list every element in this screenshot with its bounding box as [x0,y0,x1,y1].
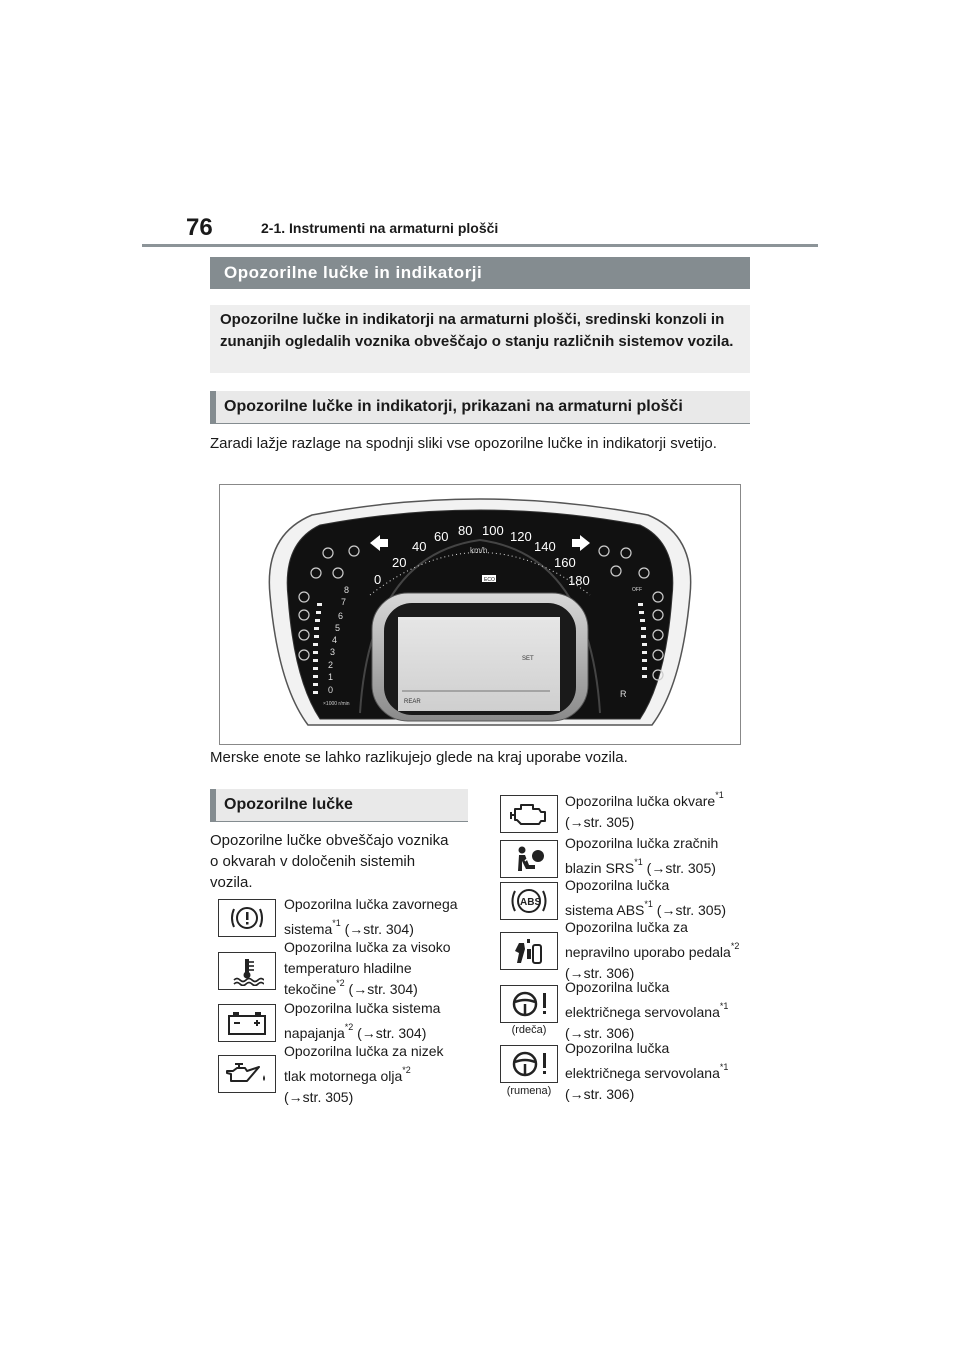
abs-text: Opozorilna lučka sistema ABS*1 (→str. 30… [565,877,727,918]
airbag-icon [518,846,544,871]
speed-tick-80: 80 [458,523,472,538]
eco-indicator [482,575,496,582]
coolant-temperature-text: Opozorilna lučka za visoko temperaturo h… [284,939,451,997]
rpm-tick-3: 3 [330,647,335,657]
speed-tick-180: 180 [568,573,590,588]
speed-tick-20: 20 [392,555,406,570]
battery-icon [228,1012,266,1035]
gear-indicator-r: R [620,689,627,699]
battery-text: Opozorilna lučka sistema napajanja*2 (→s… [284,1000,441,1041]
amber-color-label: (rumena) [506,1085,552,1097]
speed-tick-100: 100 [482,523,504,538]
subsection-heading-warning-lights: Opozorilne lučke [210,789,468,822]
power-steering-amber-icon [512,1051,546,1077]
brake-warning-icon [231,907,263,929]
rpm-tick-0: 0 [328,685,333,695]
fuel-bar-graph [638,603,647,678]
units-note: Merske enote se lahko razlikujejo glede … [210,749,628,766]
eco-label: ECO [484,577,495,583]
header-rule [142,244,818,247]
speed-tick-120: 120 [510,529,532,544]
turn-signal-right-icon [572,535,590,551]
chapter-title: 2-1. Instrumenti na armaturni plošči [261,220,499,236]
display-rear-label: REAR [404,699,421,705]
oil-pressure-box [218,1055,276,1093]
rpm-bar-graph [313,603,322,694]
intro-box: Opozorilne lučke in indikatorji na armat… [210,305,750,373]
check-engine-box [500,795,558,833]
section-title: Opozorilne lučke in indikatorji [224,263,483,282]
brake-warning-box [218,899,276,937]
rpm-tick-4: 4 [332,635,337,645]
rpm-tick-2: 2 [328,660,333,670]
speed-unit: km/h [470,546,487,555]
pedal-misuse-icon [515,939,542,964]
multi-info-display [398,617,560,711]
rpm-tick-5: 5 [335,623,340,633]
power-steering-red-text: Opozorilna lučka električnega servovolan… [565,979,729,1041]
warning-lights-description: Opozorilne lučke obveščajo voznika o okv… [210,832,449,891]
left-indicator-cluster [298,545,360,661]
speed-tick-160: 160 [554,555,576,570]
power-steering-red-icon [512,991,546,1017]
abs-box: ABS [500,882,558,920]
red-color-label: (rdeča) [511,1024,547,1036]
subsection-heading-dashboard: Opozorilne lučke in indikatorji, prikaza… [210,391,750,424]
power-steering-amber-box [500,1045,558,1083]
subsection-title: Opozorilne lučke in indikatorji, prikaza… [224,398,683,415]
brake-warning-text: Opozorilna lučka zavornega sistema*1 (→s… [284,896,458,937]
speed-tick-0: 0 [374,572,381,587]
check-engine-icon [510,804,546,825]
check-engine-text: Opozorilna lučka okvare*1 (→str. 305) [565,790,724,830]
speed-tick-arc [369,552,591,596]
svg-text:ABS: ABS [520,897,541,908]
display-set-label: SET [522,656,534,662]
section-heading: Opozorilne lučke in indikatorji [210,257,750,289]
subsection-title-warning: Opozorilne lučke [224,796,353,813]
pedal-misuse-text: Opozorilna lučka za nepravilno uporabo p… [565,919,740,981]
instrument-cluster-drawing: 0 20 40 60 80 100 120 140 160 180 km/h E… [268,498,692,726]
rpm-tick-7: 7 [341,597,346,607]
rpm-tick-8: 8 [344,585,349,595]
power-steering-amber-text: Opozorilna lučka električnega servovolan… [565,1040,729,1102]
explanation-text: Zaradi lažje razlage na spodnji sliki vs… [210,435,717,452]
abs-icon: ABS [511,889,547,913]
coolant-temperature-box [218,952,276,990]
turn-signal-left-icon [370,535,388,551]
rpm-tick-6: 6 [338,611,343,621]
page-number: 76 [186,214,213,241]
coolant-temperature-icon [233,959,264,986]
oil-pressure-icon [226,1063,265,1082]
rpm-tick-1: 1 [328,672,333,682]
oil-pressure-text: Opozorilna lučka za nizek tlak motornega… [284,1043,444,1105]
instrument-cluster-illustration: 0 20 40 60 80 100 120 140 160 180 km/h E… [219,484,741,745]
pedal-misuse-box [500,932,558,970]
airbag-text: Opozorilna lučka zračnih blazin SRS*1 (→… [565,835,719,876]
airbag-box [500,840,558,878]
off-label: OFF [632,587,642,593]
power-steering-red-box [500,985,558,1023]
battery-box [218,1004,276,1042]
speed-tick-60: 60 [434,529,448,544]
rpm-unit: ×1000 r/min [323,701,350,707]
speed-tick-140: 140 [534,539,556,554]
speed-tick-40: 40 [412,539,426,554]
right-indicator-cluster [598,545,664,681]
intro-text: Opozorilne lučke in indikatorji na armat… [220,311,734,350]
